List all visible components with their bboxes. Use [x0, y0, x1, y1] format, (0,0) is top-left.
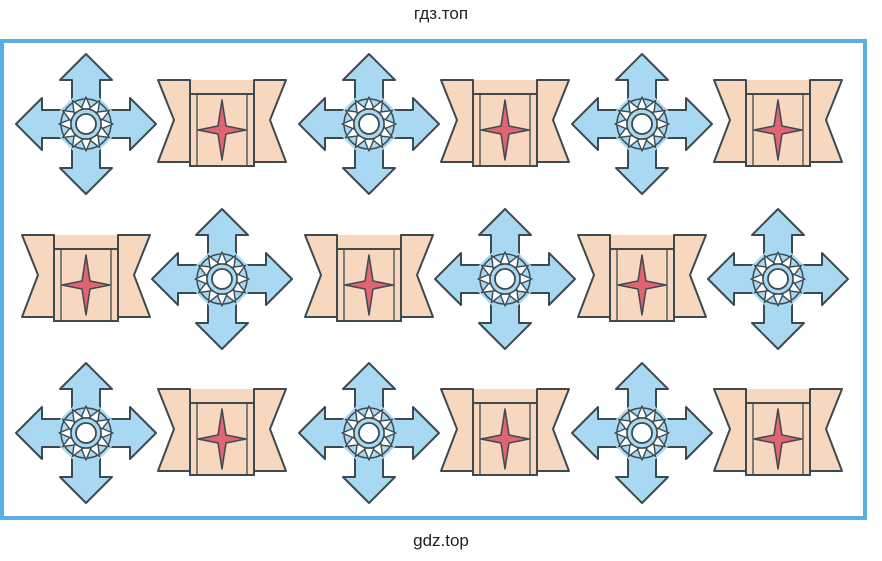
compass-center-ring	[767, 268, 789, 290]
compass-center-ring	[631, 113, 653, 135]
banner-star	[753, 99, 803, 161]
banner-tile	[304, 234, 434, 322]
banner-tile	[21, 234, 151, 322]
compass-star-tile	[151, 208, 293, 350]
watermark-bottom: gdz.top	[413, 531, 469, 550]
watermark-top: гдз.топ	[413, 4, 469, 23]
banner-star	[197, 408, 247, 470]
banner-tile	[713, 79, 843, 167]
banner-tile	[440, 388, 570, 476]
banner-star	[344, 254, 394, 316]
compass-star-tile	[298, 53, 440, 195]
banner-star	[61, 254, 111, 316]
sun-rays	[477, 251, 533, 307]
banner-star	[197, 99, 247, 161]
compass-center-ring	[75, 113, 97, 135]
banner-tile	[577, 234, 707, 322]
compass-center-ring	[358, 113, 380, 135]
banner-star	[617, 254, 667, 316]
banner-tile	[440, 79, 570, 167]
compass-star-tile	[298, 362, 440, 504]
compass-center-ring	[358, 422, 380, 444]
compass-star-tile	[15, 362, 157, 504]
sun-rays	[58, 405, 114, 461]
compass-center-ring	[494, 268, 516, 290]
banner-star	[753, 408, 803, 470]
compass-center-ring	[631, 422, 653, 444]
compass-center-ring	[211, 268, 233, 290]
compass-star-tile	[15, 53, 157, 195]
compass-center-ring	[75, 422, 97, 444]
banner-tile	[713, 388, 843, 476]
banner-star	[480, 99, 530, 161]
banner-tile	[157, 79, 287, 167]
banner-tile	[157, 388, 287, 476]
banner-star	[480, 408, 530, 470]
